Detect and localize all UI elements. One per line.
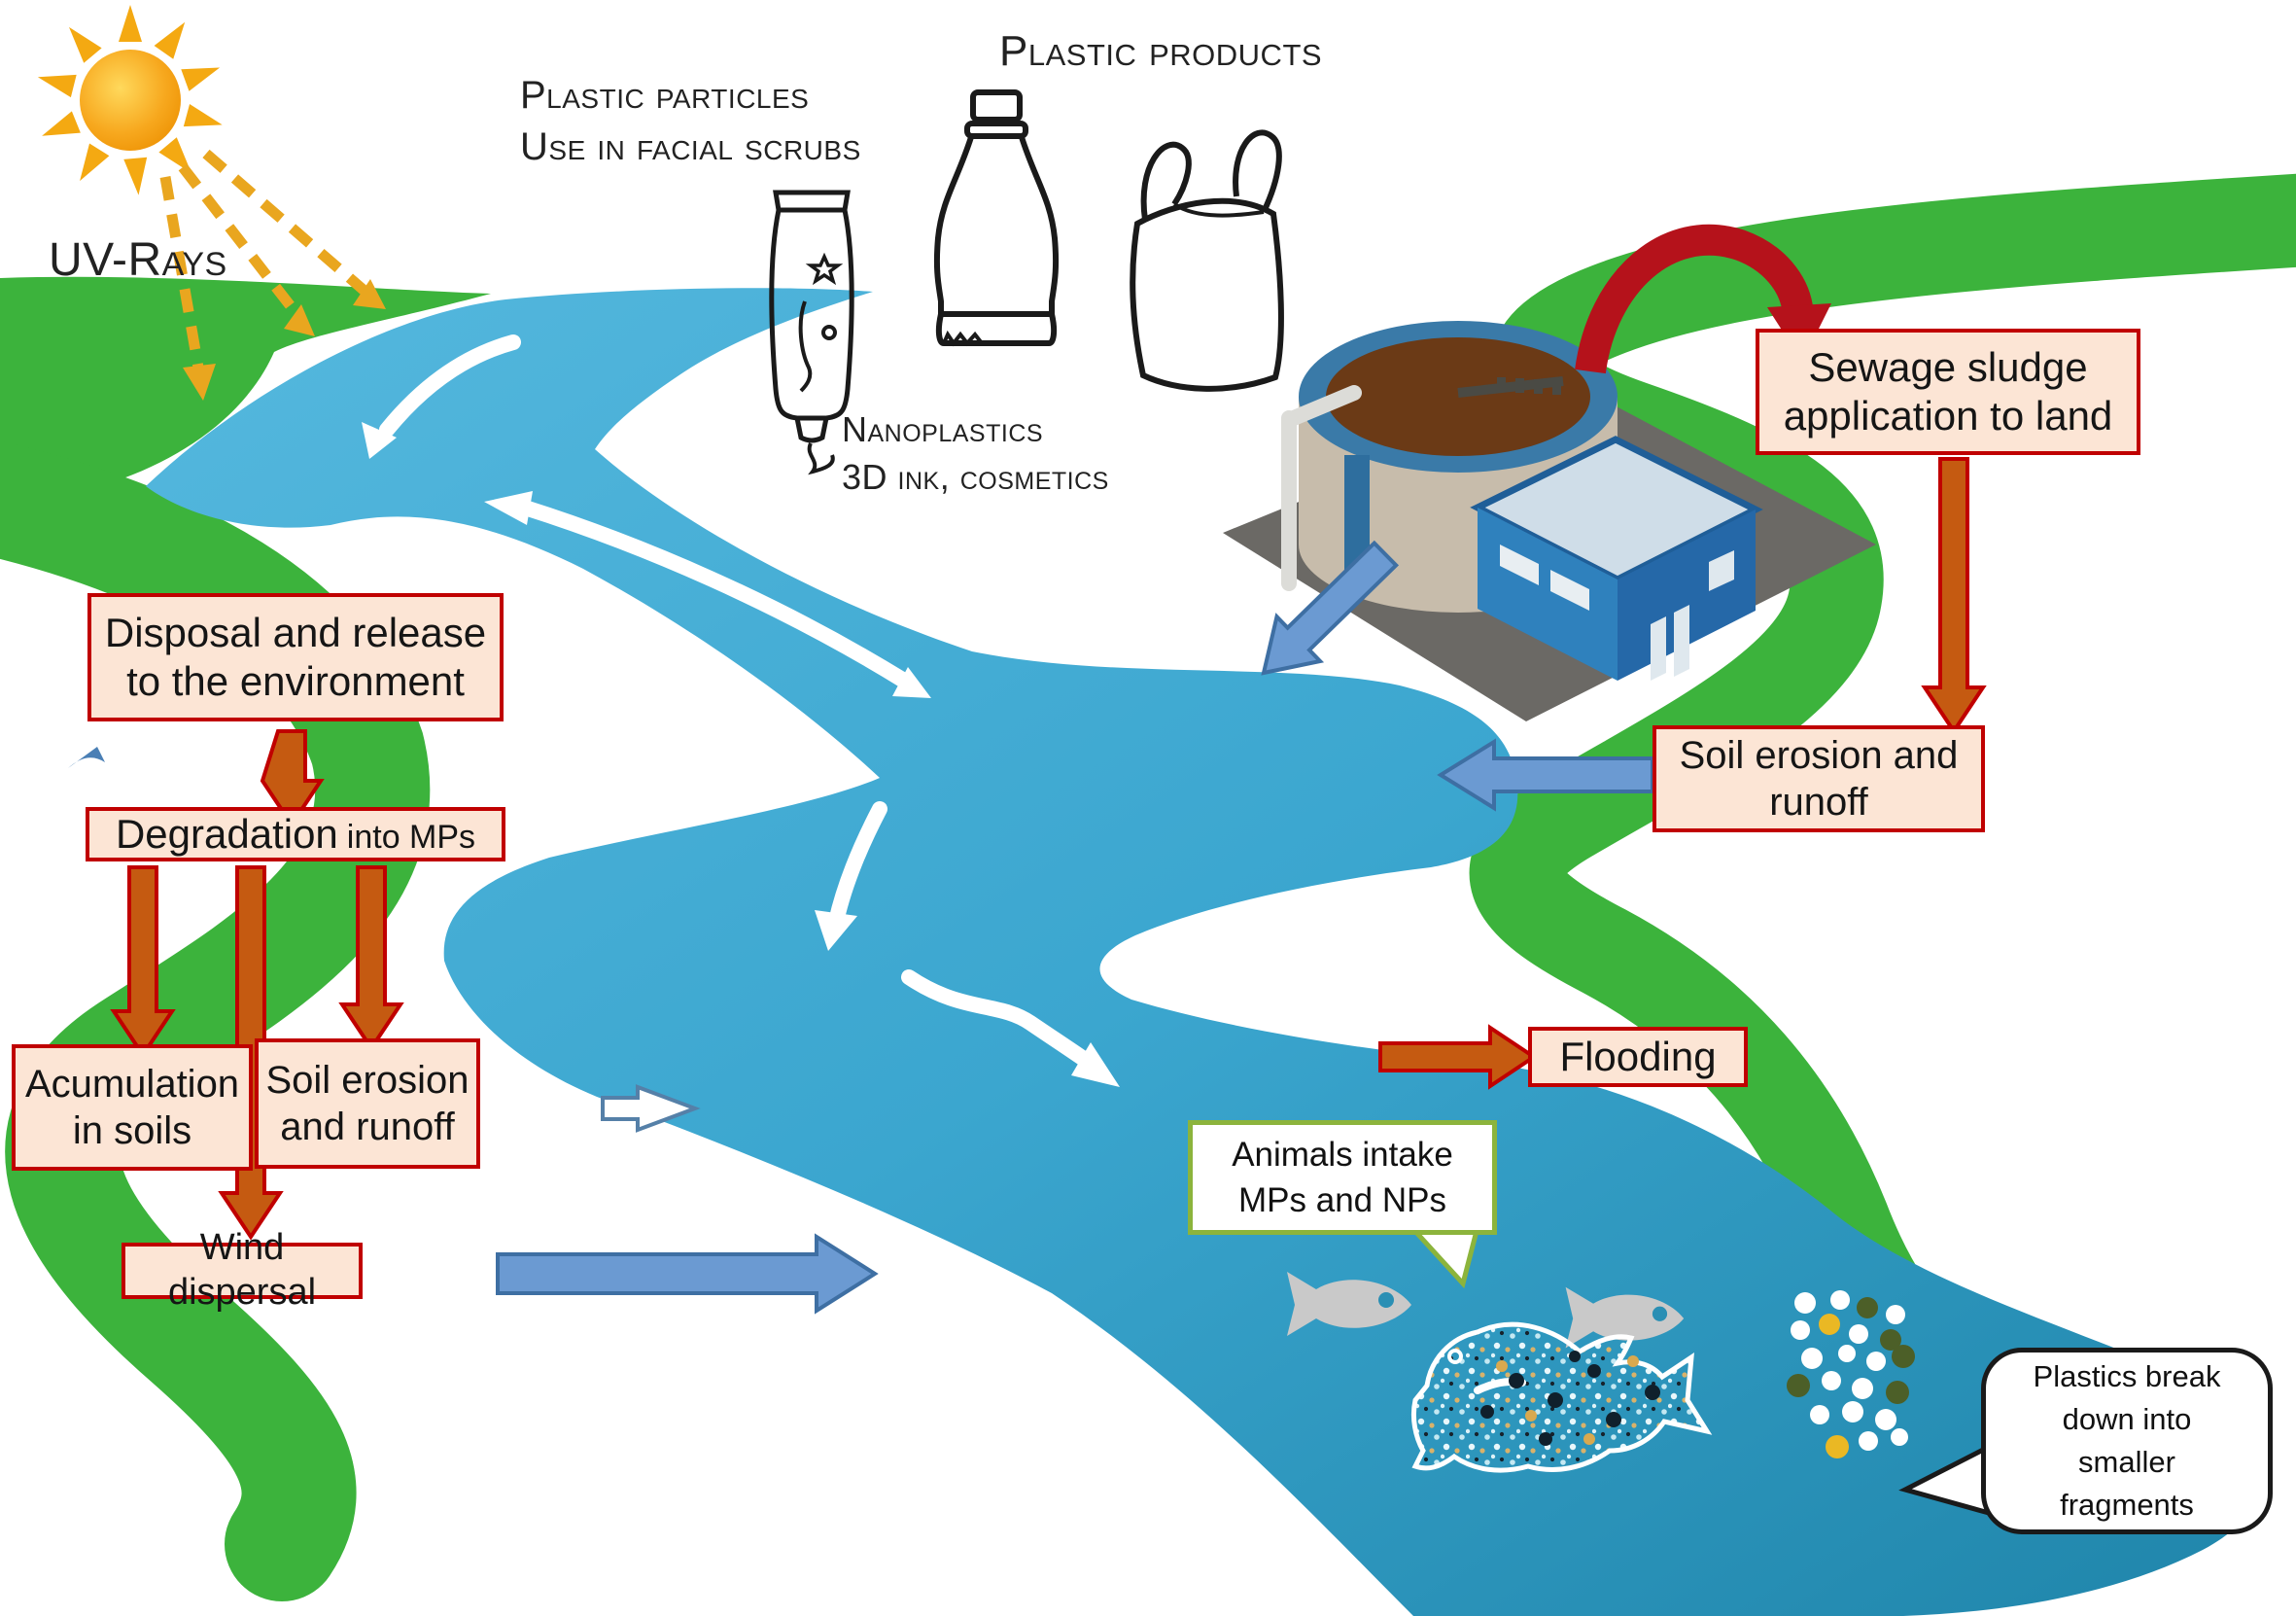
grass-bank-right (1469, 173, 2296, 1476)
accumulation-line2: in soils (72, 1109, 192, 1152)
uv-rays-label: UV-Rays (49, 234, 227, 286)
plastics-break-callout: Plastics break down into smaller fragmen… (1981, 1348, 2273, 1534)
accumulation-line1: Acumulation (24, 1063, 240, 1106)
plastic-particles-line2: Use in facial scrubs (520, 124, 861, 168)
river-flow-arrow-icons (362, 334, 1120, 1087)
facial-scrub-tube-icon (769, 190, 854, 475)
soil-erosion-right-box: Soil erosion and runoff (1652, 725, 1985, 832)
water-transport-arrow-icons (496, 540, 1654, 1315)
small-blue-mark (68, 747, 105, 768)
disposal-line2: to the environment (126, 658, 465, 704)
flooding-box: Flooding (1528, 1027, 1748, 1087)
sewage-sludge-line1: Sewage sludge (1808, 343, 2088, 390)
microplastic-particles-icon (1787, 1290, 1915, 1458)
plastic-particles-label: Plastic particles Use in facial scrubs (520, 70, 861, 173)
animals-intake-line1: Animals intake (1232, 1135, 1453, 1174)
wastewater-treatment-plant-icon (1223, 321, 1876, 721)
degradation-line: Degradation into MPs (116, 810, 475, 859)
plastics-break-line4: fragments (2060, 1488, 2194, 1523)
plastic-bottle-icon (933, 89, 1060, 347)
degradation-rest: into MPs (346, 818, 476, 856)
degradation-main: Degradation (115, 810, 338, 857)
flooding-label: Flooding (1559, 1033, 1717, 1079)
soil-erosion-left-box: Soil erosion and runoff (255, 1038, 480, 1169)
wind-dispersal-label: Wind dispersal (167, 1227, 317, 1313)
plastics-break-line3: smaller (2078, 1445, 2175, 1479)
nanoplastics-line2: 3D ink, cosmetics (842, 456, 1109, 497)
wind-dispersal-box: Wind dispersal (122, 1227, 363, 1313)
river-shape (146, 288, 2273, 1616)
sewage-sludge-box: Sewage sludge application to land (1756, 329, 2140, 455)
soil-erosion-right-line2: runoff (1769, 781, 1868, 824)
degradation-box: Degradation into MPs (86, 807, 505, 861)
plastics-break-line1: Plastics break (2033, 1358, 2221, 1393)
soil-erosion-left-line2: and runoff (280, 1106, 455, 1148)
soil-erosion-right-line1: Soil erosion and (1679, 734, 1959, 777)
nanoplastics-line1: Nanoplastics (842, 409, 1044, 449)
plastics-break-line2: down into (2062, 1401, 2192, 1436)
disposal-box: Disposal and release to the environment (87, 593, 504, 721)
plastic-particles-line1: Plastic particles (520, 74, 810, 117)
animals-intake-line2: MPs and NPs (1238, 1181, 1446, 1219)
accumulation-box: Acumulation in soils (12, 1044, 253, 1171)
animals-intake-callout: Animals intake MPs and NPs (1188, 1120, 1497, 1235)
plastic-products-label: Plastic products (999, 27, 1323, 75)
sun-icon (37, 5, 223, 195)
uv-dashed-ray-icon (159, 149, 386, 401)
nanoplastics-label: Nanoplastics 3D ink, cosmetics (842, 406, 1109, 501)
sewage-sludge-line2: application to land (1783, 393, 2113, 439)
disposal-line1: Disposal and release (104, 609, 487, 655)
soil-erosion-left-line1: Soil erosion (265, 1059, 470, 1102)
plastic-bag-icon (1130, 129, 1284, 392)
fish-silhouette-icon (1287, 1272, 1685, 1349)
decomposing-fish-icon (1410, 1321, 1713, 1473)
